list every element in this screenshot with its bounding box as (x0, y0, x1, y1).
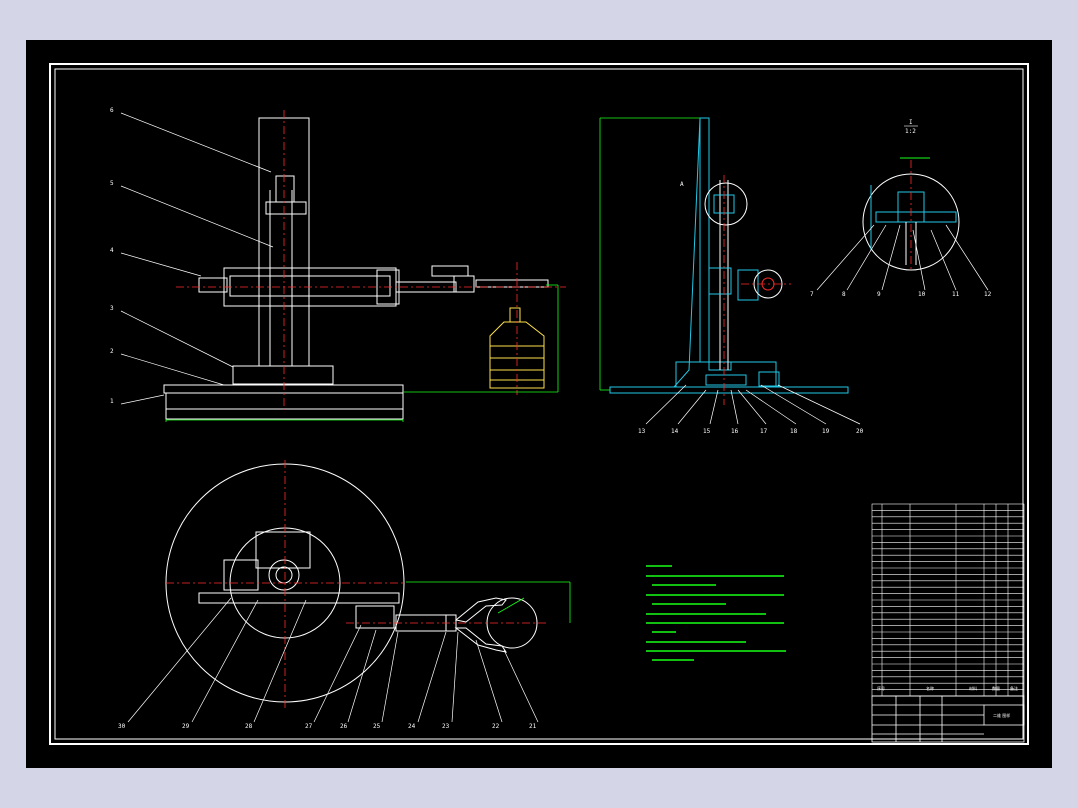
callout-22: 22 (492, 723, 500, 730)
side-detail-letter: A (680, 181, 684, 188)
header-qty: 数量 (992, 685, 1000, 691)
callout-14: 14 (671, 428, 679, 435)
callout-29: 29 (182, 723, 190, 730)
header-name: 名称 (926, 685, 934, 691)
inner-frame (54, 68, 1024, 740)
front-centerlines (176, 110, 566, 410)
callout-9: 9 (877, 291, 881, 298)
parts-list-headers: 序号 名称 材料 数量 备注 (877, 685, 1018, 691)
side-view (609, 117, 849, 394)
callout-26: 26 (340, 723, 348, 730)
side-dimensions (599, 117, 700, 391)
header-material: 材料 (969, 685, 977, 691)
callout-25: 25 (373, 723, 381, 730)
callout-10: 10 (918, 291, 926, 298)
cad-viewport[interactable]: 6 5 4 3 2 1 A (26, 40, 1052, 768)
callout-6: 6 (110, 107, 114, 114)
callout-2: 2 (110, 348, 114, 355)
callout-11: 11 (952, 291, 960, 298)
side-centerlines (723, 175, 791, 405)
callout-5: 5 (110, 180, 114, 187)
callout-3: 3 (110, 305, 114, 312)
technical-notes (646, 565, 786, 661)
callout-20: 20 (856, 428, 864, 435)
callout-19: 19 (822, 428, 830, 435)
callout-28: 28 (245, 723, 253, 730)
callout-8: 8 (842, 291, 846, 298)
detail-leaders (816, 224, 989, 291)
callout-4: 4 (110, 247, 114, 254)
callout-12: 12 (984, 291, 992, 298)
plan-dimensions (406, 581, 571, 623)
outer-frame (49, 63, 1029, 745)
callout-23: 23 (442, 723, 450, 730)
callout-21: 21 (529, 723, 537, 730)
callout-15: 15 (703, 428, 711, 435)
side-leaders (645, 384, 861, 425)
callout-13: 13 (638, 428, 646, 435)
callout-16: 16 (731, 428, 739, 435)
detail-marker-scale: 1:2 (905, 128, 916, 135)
title-block (871, 695, 1025, 743)
callout-7: 7 (810, 291, 814, 298)
front-view (163, 117, 549, 420)
callout-18: 18 (790, 428, 798, 435)
callout-27: 27 (305, 723, 313, 730)
side-callout-labels: 13 14 15 16 17 18 19 20 (638, 428, 864, 435)
front-callout-labels: 6 5 4 3 2 1 (110, 107, 114, 405)
callout-17: 17 (760, 428, 768, 435)
plan-callout-labels: 30 29 28 27 26 25 24 23 22 21 (118, 723, 537, 730)
title-block-drawing-name: 二维 图样 (993, 712, 1010, 718)
callout-1: 1 (110, 398, 114, 405)
parts-list (871, 503, 1025, 697)
callout-24: 24 (408, 723, 416, 730)
plan-centerlines (166, 460, 546, 710)
detail-callout-labels: 7 8 9 10 11 12 (810, 291, 992, 298)
front-leaders (120, 112, 274, 405)
plan-leaders (127, 597, 539, 723)
detail-marker-letter: I (909, 119, 913, 126)
header-number: 序号 (877, 685, 885, 691)
callout-30: 30 (118, 723, 126, 730)
front-dimensions (165, 284, 559, 422)
drawing-canvas: 6 5 4 3 2 1 A (49, 63, 1029, 745)
header-remark: 备注 (1010, 685, 1018, 691)
